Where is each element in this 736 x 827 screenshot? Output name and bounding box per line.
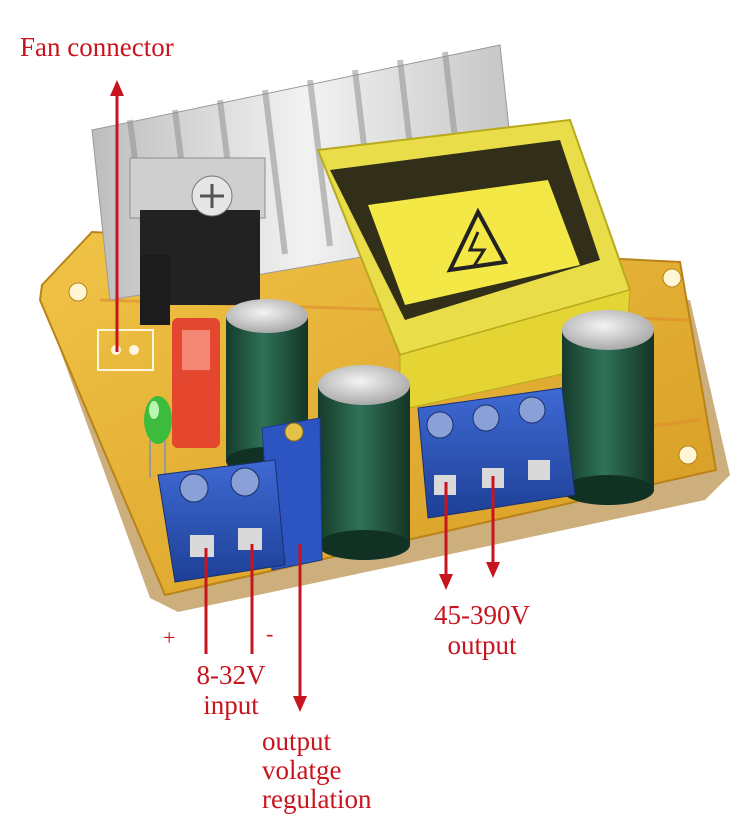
minus-sign-label: - [266,621,274,646]
regulation-label-line3: regulation [262,784,372,814]
input-terminal-block [157,459,286,583]
led [144,396,172,478]
capacitor-left [226,299,308,475]
transistor [129,157,266,325]
input-word-label: input [203,690,259,720]
output-word-label: output [447,630,517,660]
capacitor-middle [318,365,410,560]
fan-connector-label: Fan connector [20,32,174,62]
fuse [172,318,220,448]
regulation-label-line2: volatge [262,755,342,785]
mounting-hole [662,268,682,288]
plus-sign-label: + [163,625,176,650]
capacitor-right [562,310,654,505]
regulation-label-line1: output [262,726,332,756]
output-voltage-label: 45-390V [434,600,530,630]
input-voltage-label: 8-32V [196,660,266,690]
mounting-hole [678,445,698,465]
annotation-arrows [110,80,500,712]
output-terminal-block [417,387,576,519]
mounting-hole [68,282,88,302]
